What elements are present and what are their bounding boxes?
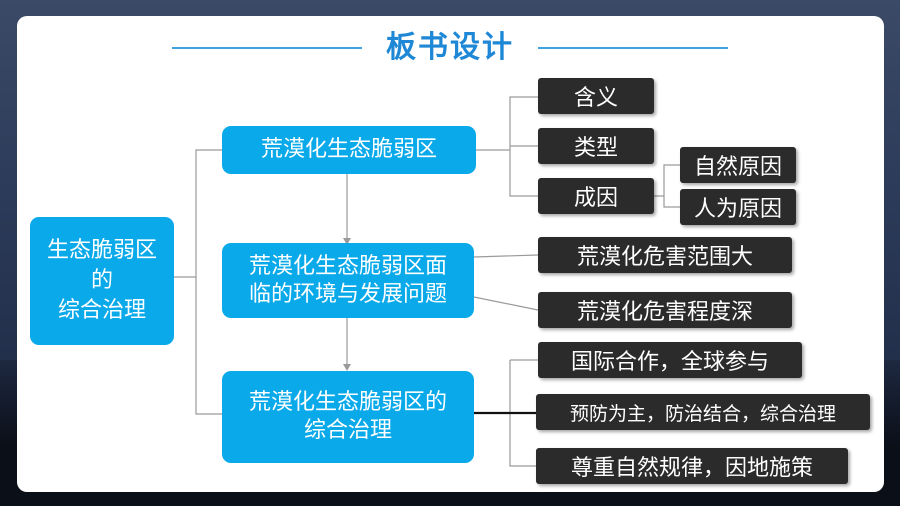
leaf-cause-label: 成因 [573, 186, 618, 211]
leaf-meaning: 含义 [538, 78, 654, 114]
leaf-prevention-first: 预防为主，防治结合，综合治理 [536, 394, 870, 430]
leaf-international-cooperation: 国际合作，全球参与 [538, 342, 802, 378]
leaf-cause: 成因 [538, 178, 654, 214]
leaf-type-label: 类型 [573, 136, 618, 161]
leaf-respect-nature: 尊重自然规律，因地施策 [536, 448, 848, 484]
leaf-meaning-label: 含义 [573, 86, 618, 111]
root-topic-box: 生态脆弱区 的 综合治理 [30, 217, 174, 345]
title-left-rule [172, 47, 362, 49]
node-problems-line-2: 临的环境与发展问题 [248, 281, 447, 307]
leaf-hazard-range: 荒漠化危害范围大 [538, 237, 792, 273]
node-governance-line-1: 荒漠化生态脆弱区的 [248, 390, 447, 415]
node-desertification-area: 荒漠化生态脆弱区 [222, 126, 476, 174]
node-governance: 荒漠化生态脆弱区的 综合治理 [222, 371, 474, 463]
leaf-natural-cause-label: 自然原因 [693, 155, 782, 180]
leaf-human-cause-label: 人为原因 [693, 197, 782, 222]
title-right-rule [538, 47, 728, 49]
leaf-prevention-first-label: 预防为主，防治结合，综合治理 [569, 402, 836, 425]
leaf-international-cooperation-label: 国际合作，全球参与 [570, 350, 769, 375]
leaf-respect-nature-label: 尊重自然规律，因地施策 [570, 456, 813, 481]
leaf-type: 类型 [538, 128, 654, 164]
node-desertification-area-label: 荒漠化生态脆弱区 [260, 137, 437, 162]
leaf-human-cause: 人为原因 [680, 189, 796, 225]
leaf-natural-cause: 自然原因 [680, 147, 796, 183]
root-line-2: 的 [90, 268, 113, 293]
leaf-hazard-degree: 荒漠化危害程度深 [538, 292, 792, 328]
node-governance-line-2: 综合治理 [303, 418, 392, 443]
page-title: 板书设计 [386, 30, 514, 65]
node-problems: 荒漠化生态脆弱区面 临的环境与发展问题 [222, 243, 474, 318]
root-line-3: 综合治理 [57, 298, 146, 323]
leaf-hazard-range-label: 荒漠化危害范围大 [576, 245, 753, 270]
root-line-1: 生态脆弱区 [46, 238, 157, 263]
node-problems-line-1: 荒漠化生态脆弱区面 [248, 253, 447, 279]
leaf-hazard-degree-label: 荒漠化危害程度深 [576, 300, 753, 325]
